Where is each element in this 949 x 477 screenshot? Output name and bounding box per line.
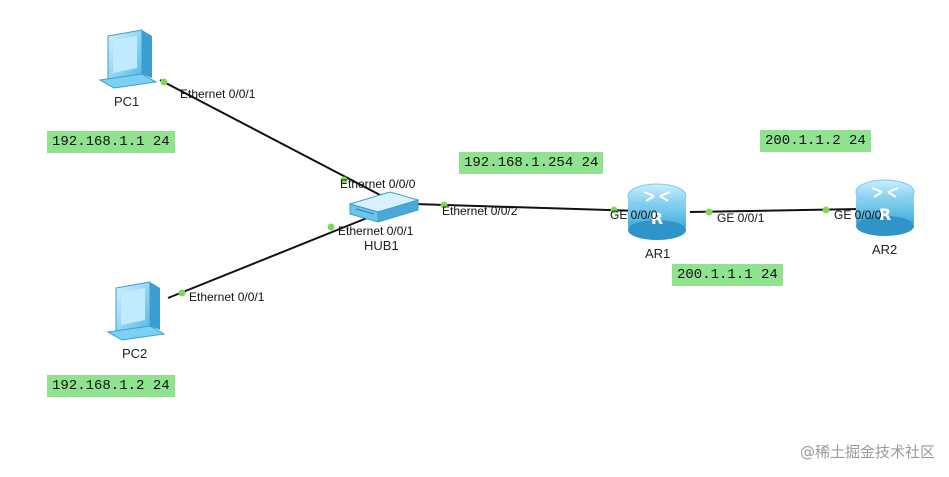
port-label-ar1-ge1: GE 0/0/1: [717, 211, 765, 225]
device-name-ar2: AR2: [872, 242, 898, 257]
port-dot-pc2: [178, 289, 186, 297]
port-dot-ar1-ge1: [705, 208, 713, 216]
port-dot-hub-eth2: [440, 201, 448, 209]
device-name-pc2: PC2: [122, 346, 148, 361]
pc-icon[interactable]: [98, 29, 158, 89]
port-label-hub-eth1: Ethernet 0/0/1: [338, 224, 414, 238]
link-pc1-hub[interactable]: [159, 79, 385, 198]
port-dot-hub-eth0: [340, 176, 348, 184]
router-icon[interactable]: R: [627, 183, 687, 240]
port-dot-pc1: [160, 78, 168, 86]
port-label-ar1-ge0: GE 0/0/0: [610, 208, 658, 222]
watermark: @稀土掘金技术社区: [799, 443, 935, 461]
device-name-ar1: AR1: [645, 246, 671, 261]
port-label-pc1: Ethernet 0/0/1: [180, 87, 256, 101]
link-hub-ar1[interactable]: [413, 203, 641, 212]
ip-label-pc1[interactable]: 192.168.1.1 24: [47, 131, 175, 153]
port-label-ar2-ge0: GE 0/0/0: [834, 208, 882, 222]
device-name-pc1: PC1: [114, 94, 140, 109]
pc-icon[interactable]: [106, 281, 166, 341]
ip-label-ar2[interactable]: 200.1.1.2 24: [760, 130, 871, 152]
svg-text:R: R: [879, 205, 891, 224]
port-label-pc2: Ethernet 0/0/1: [189, 290, 265, 304]
svg-text:R: R: [651, 209, 663, 228]
port-dot-hub-eth1: [327, 223, 335, 231]
link-pc2-hub[interactable]: [167, 215, 373, 299]
ip-label-pc2[interactable]: 192.168.1.2 24: [47, 375, 175, 397]
port-dot-ar2-ge0: [822, 206, 830, 214]
port-label-hub-eth2: Ethernet 0/0/2: [442, 204, 518, 218]
device-name-hub1: HUB1: [364, 238, 399, 253]
ip-label-ar1-wan[interactable]: 200.1.1.1 24: [672, 264, 783, 286]
port-label-hub-eth0: Ethernet 0/0/0: [340, 177, 416, 191]
link-ar1-ar2[interactable]: [689, 208, 861, 213]
ip-label-ar1-lan[interactable]: 192.168.1.254 24: [459, 152, 604, 174]
router-icon[interactable]: R: [855, 179, 915, 236]
hub-icon[interactable]: [348, 191, 420, 223]
port-dot-ar1-ge0: [610, 206, 618, 214]
